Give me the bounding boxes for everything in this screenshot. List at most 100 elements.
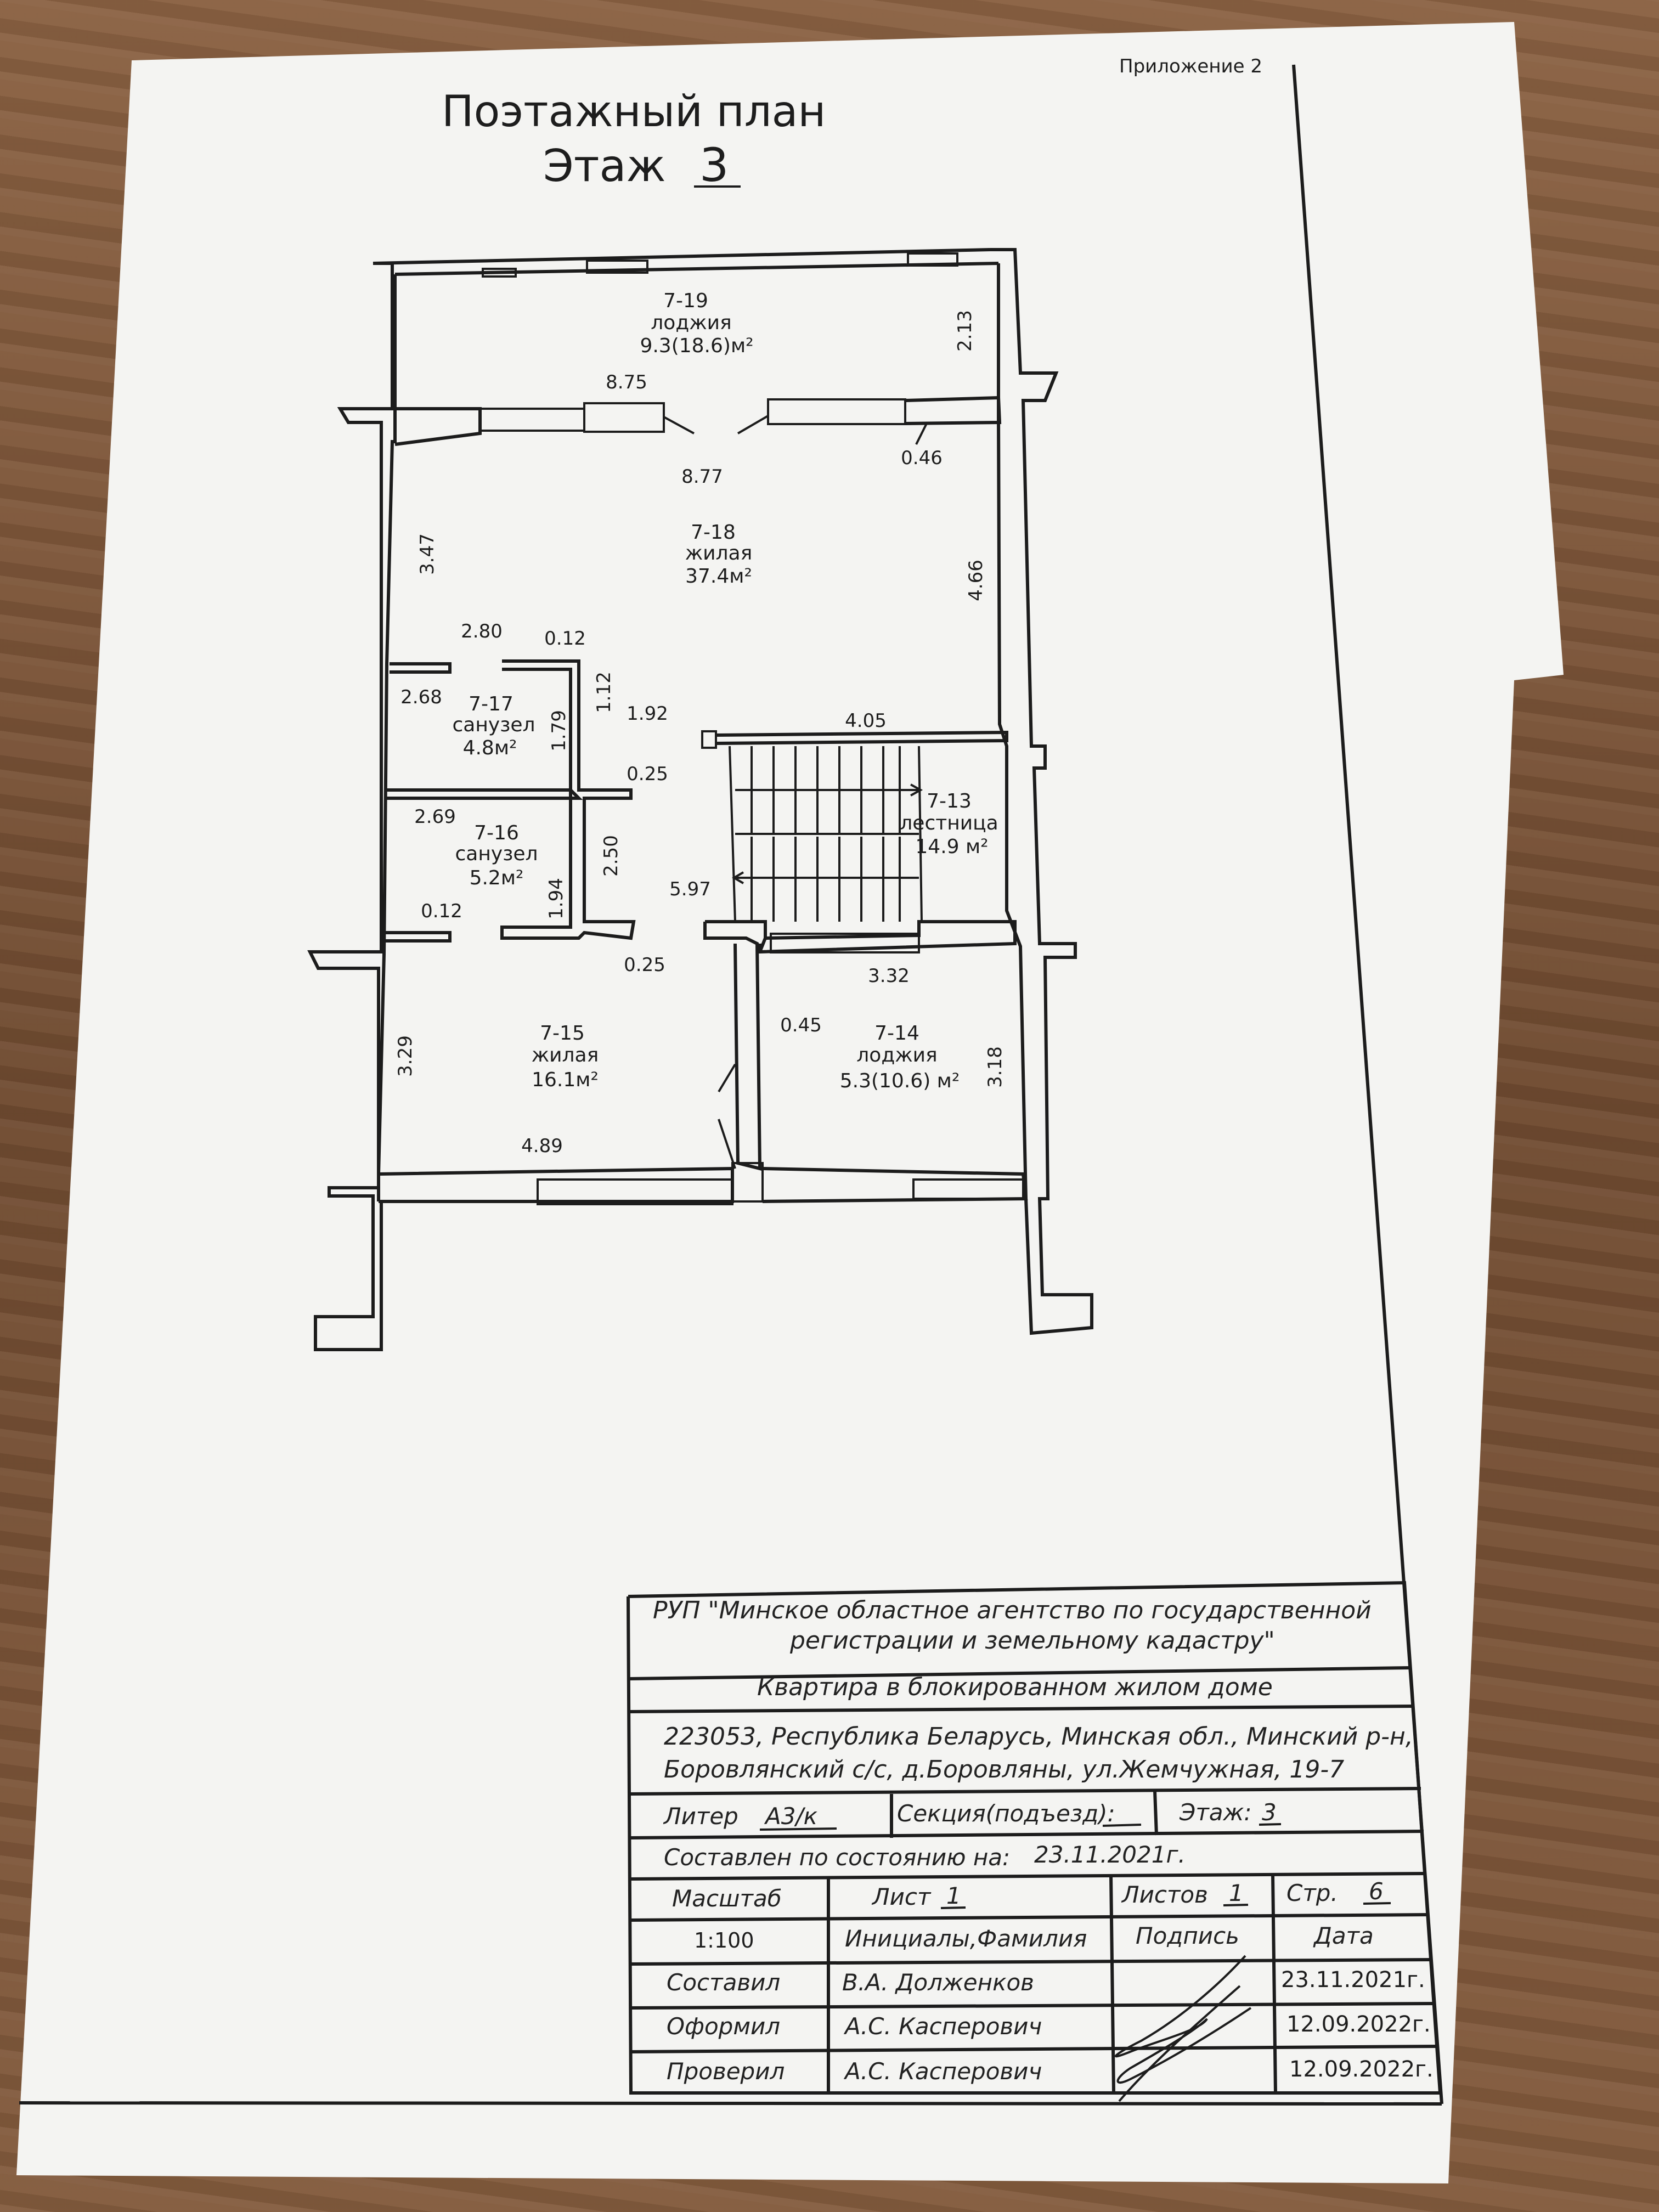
dimension-label: 0.25: [624, 954, 665, 976]
dimension-label: 0.12: [421, 900, 462, 922]
room-area: 14.9 м²: [915, 836, 988, 858]
dimension-label: 3.18: [984, 1046, 1006, 1088]
wall-bath-bottom-left: [384, 931, 452, 943]
stamp-person: А.С. Касперович: [843, 2058, 1042, 2085]
stair-post: [701, 730, 717, 749]
stamp-line: [629, 1705, 1413, 1713]
room-type: лоджия: [651, 312, 731, 334]
stamp-role: Оформил: [667, 2013, 780, 2040]
page-underline: [1363, 1902, 1391, 1905]
wall-bottom-right: [762, 1167, 1028, 1203]
title-block: РУП "Минское областное агентство по госу…: [627, 1581, 1442, 2102]
dimension-label: 0.45: [780, 1014, 822, 1036]
room-area: 9.3(18.6)м²: [640, 335, 753, 357]
stamp-line: [629, 1830, 1424, 1839]
room-type: лоджия: [856, 1044, 937, 1066]
dimension-label: 4.05: [845, 710, 887, 732]
stamp-border: [627, 1581, 1442, 2095]
room-type: санузел: [453, 714, 535, 736]
dimension-label: 0.25: [627, 763, 668, 785]
bottom-frame-line: [19, 2101, 1442, 2106]
floor-plan: [307, 248, 1093, 1351]
stair-arrow-up-head: [910, 783, 923, 797]
stamp-role: Составил: [667, 1969, 780, 1996]
dimension-label: 2.68: [400, 686, 442, 708]
wall-left-inner: [377, 274, 397, 1201]
door-divider-left: [663, 416, 695, 435]
room-id: 7-19: [663, 290, 708, 312]
column-bottom: [731, 1162, 764, 1203]
dimension-label: 0.46: [901, 447, 943, 469]
paper-sheet: [16, 22, 1564, 2183]
window-top-2: [586, 259, 648, 274]
wall-loggia-lower: [705, 920, 1017, 954]
stamp-scale-value: 1:100: [694, 1928, 754, 1953]
stamp-sheets-value: 1: [1229, 1880, 1244, 1906]
dimension-label: 3.47: [416, 533, 438, 575]
stamp-sheet-label: Лист: [871, 1883, 932, 1910]
stamp-liter-label: Литер: [663, 1803, 738, 1830]
stair-wall-left: [729, 746, 736, 922]
window-top-1: [482, 268, 517, 278]
dimension-label: 4.89: [521, 1135, 563, 1157]
wall-left-outer: [307, 262, 394, 1351]
stamp-org-line1: РУП "Минское областное агентство по госу…: [653, 1596, 1372, 1624]
dimension-label: 1.12: [593, 672, 615, 713]
stamp-date-col: Дата: [1313, 1922, 1374, 1949]
dimension-label: 2.80: [461, 620, 503, 642]
door-divider-right: [737, 415, 769, 435]
room-area: 5.2м²: [470, 867, 524, 889]
stamp-line: [629, 1872, 1427, 1881]
stamp-line: [629, 2002, 1435, 2010]
stamp-line: [629, 1787, 1421, 1796]
room-area: 16.1м²: [532, 1069, 599, 1091]
room-id: 7-18: [691, 521, 736, 544]
stamp-name-col: Инициалы,Фамилия: [845, 1925, 1087, 1952]
stamp-object: Квартира в блокированном жилом доме: [757, 1673, 1273, 1701]
floor-title-prefix: Этаж: [543, 140, 666, 191]
dimension-label: 3.29: [394, 1035, 416, 1077]
wall-top-inner: [394, 262, 999, 276]
window-loggia-inner: [770, 933, 920, 953]
stamp-line: [629, 1666, 1410, 1680]
room-id: 7-14: [874, 1022, 919, 1045]
dimension-label: 0.12: [544, 628, 586, 650]
stamp-state-label: Составлен по состоянию на:: [664, 1844, 1010, 1871]
stair-right: [918, 746, 923, 922]
stamp-liter-value: А3/к: [764, 1803, 818, 1830]
stamp-address-line2: Боровлянский с/с, д.Боровляны, ул.Жемчуж…: [664, 1756, 1344, 1784]
room-type: лестница: [900, 812, 998, 834]
plan-title: Поэтажный план: [442, 87, 826, 137]
dimension-label: 2.13: [954, 310, 976, 352]
signature-mark: [1115, 1955, 1252, 2102]
wall-bath-top: [390, 662, 452, 674]
stamp-line: [629, 1958, 1432, 1966]
room-id: 7-13: [927, 790, 972, 812]
room-labels: 7-19 лоджия 9.3(18.6)м² 7-18 жилая 37.4м…: [453, 290, 998, 1092]
stamp-sign-col: Подпись: [1136, 1922, 1239, 1949]
stair-arrow-down-head: [732, 871, 744, 884]
section-underline: [1102, 1824, 1142, 1827]
dimension-label: 2.69: [414, 806, 456, 828]
wall-bath-mid: [387, 788, 583, 800]
stamp-divider: [1109, 1876, 1115, 2094]
stamp-scale-label: Масштаб: [672, 1885, 782, 1912]
dimension-label: 8.77: [681, 466, 723, 488]
dimension-labels: 8.75 2.13 8.77 0.46 3.47 4.66 2.80 0.12 …: [394, 310, 1006, 1157]
stamp-date: 12.09.2022г.: [1286, 2012, 1431, 2037]
floor-underline: [1259, 1823, 1282, 1826]
room-type: жилая: [685, 542, 753, 565]
liter-underline: [759, 1827, 837, 1831]
stamp-date: 12.09.2022г.: [1289, 2057, 1434, 2082]
dimension-label: 5.97: [669, 878, 711, 900]
door-loggia-low: [718, 1063, 736, 1093]
stamp-page-label: Стр.: [1286, 1880, 1338, 1906]
window-top-3: [907, 252, 958, 267]
annex-label: Приложение 2: [1119, 55, 1262, 77]
stamp-sheet-value: 1: [946, 1882, 961, 1909]
stamp-line: [629, 2045, 1438, 2053]
room-area: 5.3(10.6) м²: [840, 1070, 960, 1092]
wall-divider-right: [905, 396, 1002, 425]
stamp-address-line1: 223053, Республика Беларусь, Минская обл…: [664, 1723, 1413, 1751]
dimension-label: 3.32: [868, 965, 910, 987]
